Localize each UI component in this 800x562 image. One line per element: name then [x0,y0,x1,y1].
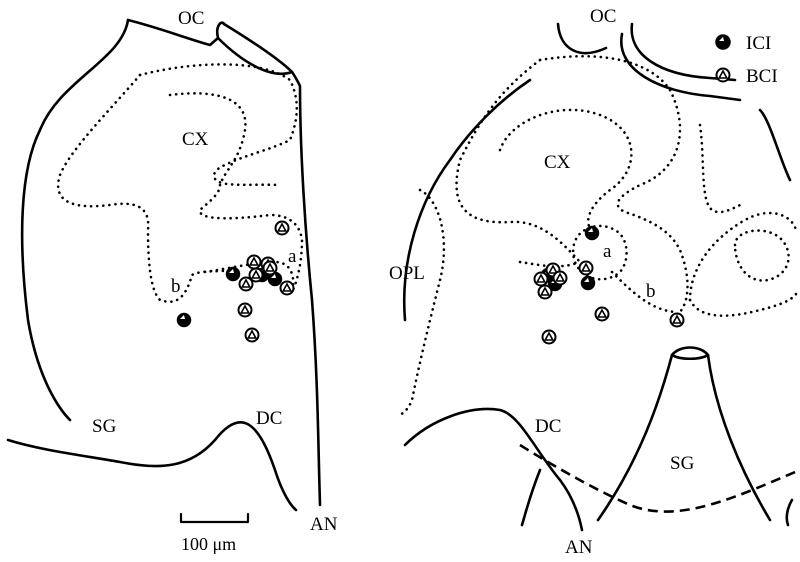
scale-bar-label: 100 μm [181,534,236,554]
legend: ICI BCI [716,33,778,87]
right-bci-marker [535,273,548,286]
right-bci-marker [580,262,593,275]
right-brain-outline-right [760,110,790,180]
right-bci-marker [543,331,556,344]
left-bci-marker [264,262,277,275]
left-cell-markers [178,222,294,342]
left-label-a: a [288,246,297,267]
right-outer-right-loop2 [690,290,798,316]
legend-item-bci: BCI [717,66,778,87]
left-panel: OC CX a b SG DC AN 100 μm [8,8,338,554]
right-small-circle [735,231,789,281]
right-bci-marker [671,314,684,327]
right-label-b: b [646,281,656,302]
right-label-a: a [603,241,612,262]
right-label-cx: CX [544,152,571,173]
left-label-cx: CX [182,129,209,150]
right-outer-right-loop [690,213,796,300]
right-b-region [612,272,675,312]
legend-label-ici: ICI [746,33,771,54]
right-label-oc: OC [590,6,616,27]
legend-item-ici: ICI [716,33,771,54]
left-brain-outline [22,20,128,420]
right-outer-right [700,125,740,212]
right-label-opl: OPL [389,263,425,284]
bci-marker-icon [717,69,730,82]
left-bci-marker [246,329,259,342]
left-sg-curve [8,422,296,510]
left-bci-marker [248,256,261,269]
left-bci-marker [281,282,294,295]
legend-label-bci: BCI [746,66,778,87]
left-oc-notch [128,20,224,45]
left-label-oc: OC [178,8,204,29]
left-label-dc: DC [256,408,282,429]
right-bci-marker [554,272,567,285]
left-bci-marker [240,278,253,291]
right-oc-arc-left [558,24,606,53]
right-brain-outline-left [404,80,530,320]
right-bci-marker [539,286,552,299]
right-bci-marker [596,308,609,321]
left-oc-notch2 [224,24,292,72]
right-sg-top [672,355,708,359]
left-bci-marker [276,222,289,235]
right-label-sg: SG [670,453,695,474]
right-brain-outline-right2 [787,500,792,525]
right-label-dc: DC [535,416,561,437]
left-bci-marker [239,304,252,317]
left-label-sg: SG [92,416,117,437]
right-dc-curve2 [522,470,540,525]
left-cx-outer [140,64,297,185]
left-label-b: b [171,276,181,297]
right-label-an: AN [565,537,593,558]
right-panel: OC CX OPL a b DC SG AN [389,6,800,558]
left-cx-boundary [58,75,235,302]
left-label-an: AN [310,514,338,535]
scale-bar: 100 μm [181,514,248,554]
